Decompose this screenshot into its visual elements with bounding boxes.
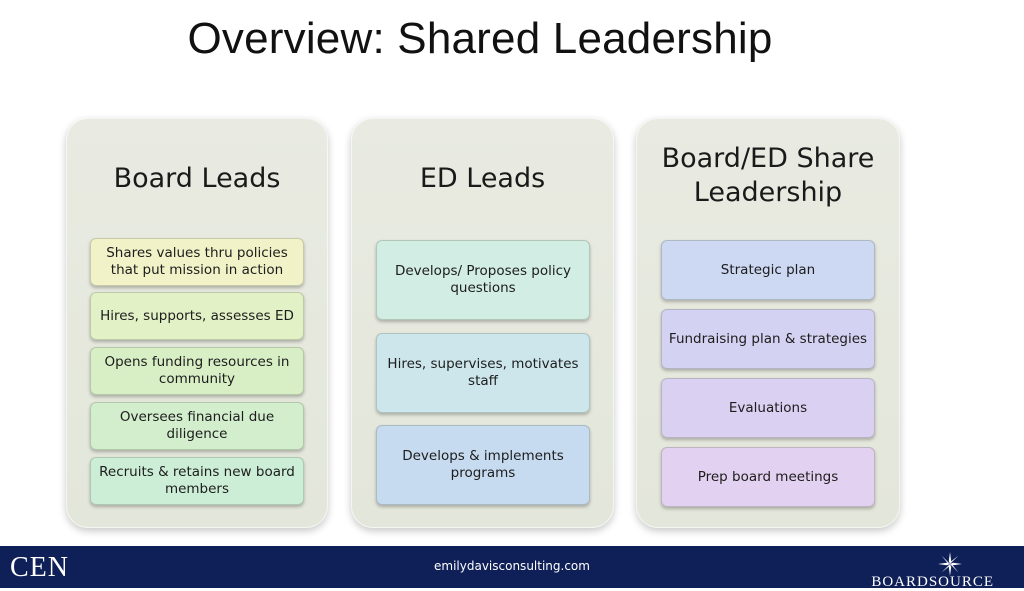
panel-heading: Board Leads (66, 162, 328, 196)
panel-heading-line: ED Leads (419, 163, 546, 194)
panel-shared-leadership: Board/ED Share Leadership Strategic plan… (636, 118, 900, 528)
panel-heading-line: Board Leads (113, 163, 281, 194)
footer-brand-logo: BOARDSOURCE (871, 574, 994, 590)
box-opens-funding: Opens funding resources in community (90, 347, 304, 395)
box-evaluations: Evaluations (661, 378, 875, 438)
panel-heading-line: Leadership (693, 177, 843, 208)
box-develops-proposes: Develops/ Proposes policy questions (376, 240, 590, 320)
panel-heading-line: Board/ED Share (661, 143, 875, 174)
panel-ed-leads: ED Leads Develops/ Proposes policy quest… (351, 118, 614, 528)
box-prep-board-meetings: Prep board meetings (661, 447, 875, 507)
footer-bar: CEN emilydavisconsulting.com BOARDSOURCE (0, 546, 1024, 590)
box-hires-supervises: Hires, supervises, motivates staff (376, 333, 590, 413)
box-oversees-financial: Oversees financial due diligence (90, 402, 304, 450)
box-recruits-retains: Recruits & retains new board members (90, 457, 304, 505)
box-strategic-plan: Strategic plan (661, 240, 875, 300)
page-title: Overview: Shared Leadership (187, 14, 773, 63)
box-fundraising-plan: Fundraising plan & strategies (661, 309, 875, 369)
box-hires-supports: Hires, supports, assesses ED (90, 292, 304, 340)
starburst-icon (938, 552, 962, 576)
panel-heading: Board/ED Share Leadership (636, 142, 900, 210)
box-develops-implements: Develops & implements programs (376, 425, 590, 505)
box-shares-values: Shares values thru policies that put mis… (90, 238, 304, 286)
footer-url: emilydavisconsulting.com (434, 559, 590, 573)
footer-logo: CEN (10, 552, 69, 583)
panel-heading: ED Leads (351, 162, 614, 196)
panel-board-leads: Board Leads Shares values thru policies … (66, 118, 328, 528)
